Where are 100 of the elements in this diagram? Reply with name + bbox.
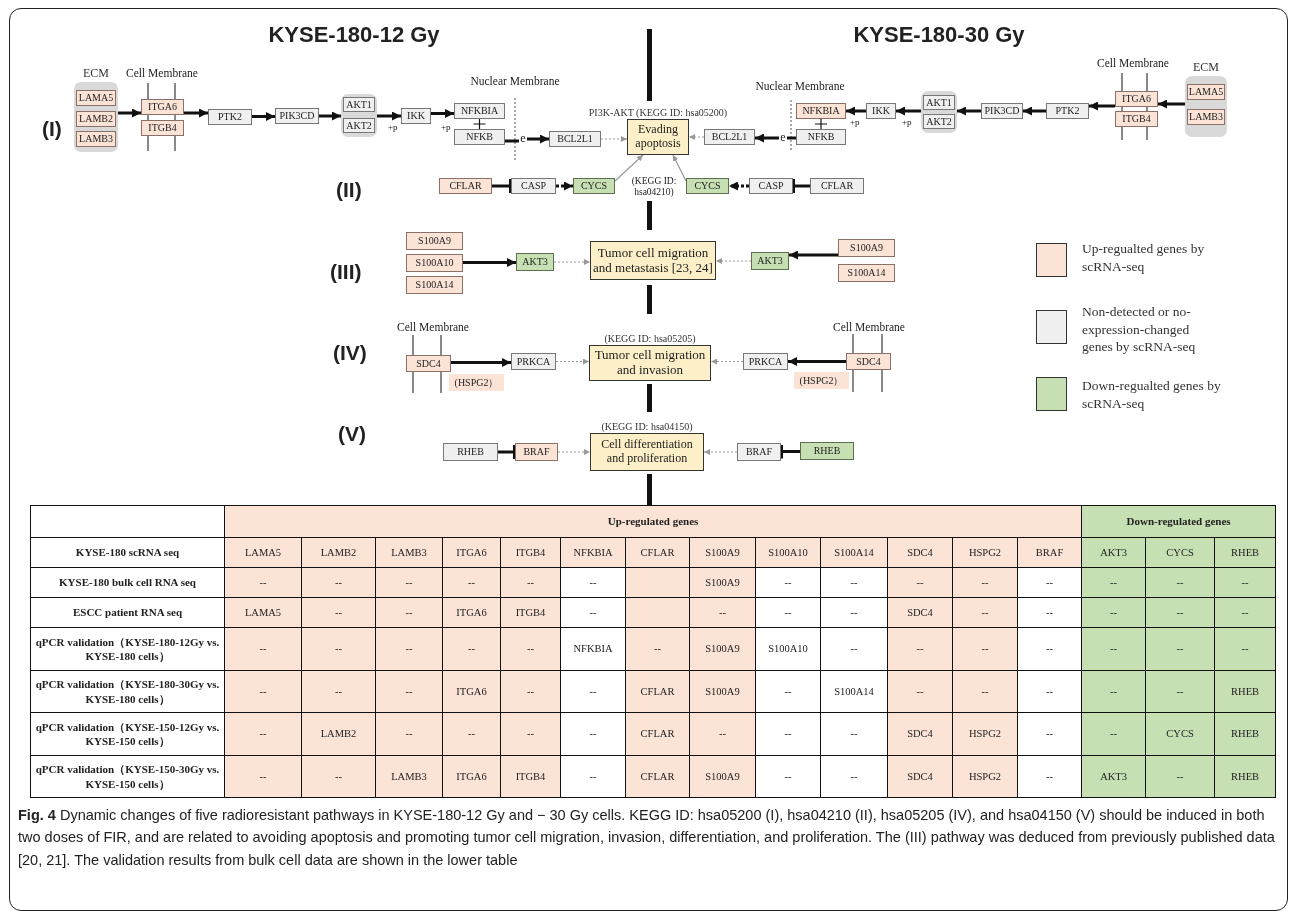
- table-cell: CFLAR: [625, 712, 690, 756]
- table-cell: --: [560, 567, 626, 598]
- arrow: [896, 106, 921, 116]
- table-cell: --: [1017, 755, 1082, 798]
- table-cell: NFKBIA: [560, 627, 626, 671]
- table-cell: ITGA6: [442, 670, 501, 713]
- gene-box: RHEB: [443, 443, 498, 461]
- arrow: [451, 358, 511, 367]
- annotation-label: +p: [902, 117, 912, 128]
- table-cell: AKT3: [1081, 755, 1146, 798]
- gene-box: AKT3: [751, 252, 789, 270]
- table-cell: CFLAR: [625, 755, 690, 798]
- row-header: KYSE-180 bulk cell RNA seq: [30, 567, 225, 598]
- gene-box: LAMA5: [1187, 84, 1225, 100]
- table-cell: --: [560, 670, 626, 713]
- row-header: KYSE-180 scRNA seq: [30, 537, 225, 568]
- arrow: [957, 106, 981, 116]
- table-cell: --: [952, 597, 1018, 628]
- pathway-number: (IV): [333, 341, 367, 366]
- gene-box: AKT1: [923, 95, 955, 110]
- gene-box: CYCS: [573, 178, 615, 194]
- table-cell: --: [1214, 627, 1276, 671]
- row-header: qPCR validation（KYSE-150-12Gy vs. KYSE-150 cells）: [30, 712, 225, 756]
- gene-box: PTK2: [208, 109, 252, 125]
- gene-box: NFKB: [796, 129, 846, 145]
- table-cell: --: [820, 567, 888, 598]
- outcome-box: Tumor cell migration and metastasis [23, 24]: [590, 241, 716, 280]
- table-cell: --: [887, 670, 953, 713]
- legend-text: Up-regualted genes by scRNA-seq: [1082, 240, 1206, 276]
- gene-box: S100A14: [406, 276, 463, 294]
- gene-box: AKT2: [343, 118, 375, 133]
- gene-box: LAMB3: [1187, 109, 1225, 125]
- table-cell: --: [755, 597, 821, 628]
- table-cell: ITGA6: [442, 755, 501, 798]
- table-cell: SDC4: [887, 537, 953, 568]
- table-cell: --: [1145, 755, 1215, 798]
- table-cell: --: [301, 597, 376, 628]
- gene-group-box: [341, 94, 377, 137]
- table-cell: --: [820, 755, 888, 798]
- table-cell: --: [1145, 567, 1215, 598]
- table-cell: --: [1145, 627, 1215, 671]
- table-cell: --: [1081, 627, 1146, 671]
- gene-box: RHEB: [800, 442, 854, 460]
- gene-box: BRAF: [515, 443, 558, 461]
- table-cell: --: [1214, 567, 1276, 598]
- table-cell: --: [820, 712, 888, 756]
- table-cell: --: [224, 712, 302, 756]
- gene-box: ITGA6: [141, 99, 184, 115]
- table-cell: HSPG2: [952, 755, 1018, 798]
- row-header: qPCR validation（KYSE-180-12Gy vs. KYSE-180 cells）: [30, 627, 225, 671]
- pathway-number: (V): [338, 422, 366, 447]
- inhibition-line: [791, 179, 810, 193]
- annotation-label: Cell Membrane: [832, 321, 906, 335]
- table-cell: --: [887, 567, 953, 598]
- table-cell: HSPG2: [952, 537, 1018, 568]
- table-cell: --: [301, 670, 376, 713]
- table-cell: CYCS: [1145, 712, 1215, 756]
- gene-box: PIK3CD: [981, 103, 1023, 119]
- table-cell: ITGA6: [442, 597, 501, 628]
- panel-title: KYSE-180-30 Gy: [852, 22, 1026, 48]
- panel-title: KYSE-180-12 Gy: [267, 22, 441, 48]
- arrow: [614, 154, 644, 182]
- table-cell: --: [224, 670, 302, 713]
- inhibition-line: [498, 445, 517, 459]
- table-cell: --: [887, 627, 953, 671]
- table-cell: SDC4: [887, 597, 953, 628]
- row-header: qPCR validation（KYSE-150-30Gy vs. KYSE-150 cells）: [30, 755, 225, 798]
- gene-box: BCL2L1: [704, 129, 755, 145]
- pathway-number: (III): [330, 260, 362, 285]
- arrow: [755, 133, 779, 143]
- dotted-arrow: [553, 259, 591, 265]
- table-cell: --: [560, 712, 626, 756]
- gene-box: BCL2L1: [549, 131, 601, 147]
- table-cell: RHEB: [1214, 537, 1276, 568]
- binding-line: [472, 118, 487, 130]
- annotation-label: +p: [850, 117, 860, 128]
- arrow: [252, 112, 275, 121]
- table-cell: ITGB4: [500, 597, 561, 628]
- arrow: [672, 154, 687, 182]
- table-cell: --: [1145, 597, 1215, 628]
- inhibition-line: [779, 444, 800, 459]
- table-cell: --: [375, 670, 443, 713]
- arrow: [1023, 106, 1046, 116]
- arrow: [1089, 101, 1115, 111]
- table-cell: --: [375, 627, 443, 671]
- gene-box: NFKBIA: [454, 103, 505, 119]
- gene-box: NFKB: [454, 129, 505, 145]
- table-cell: --: [442, 712, 501, 756]
- gene-box: CASP: [511, 178, 556, 194]
- table-cell: --: [1081, 567, 1146, 598]
- gene-box: CASP: [749, 178, 793, 194]
- table-cell: --: [820, 597, 888, 628]
- table-cell: --: [224, 567, 302, 598]
- gene-box: AKT2: [923, 114, 955, 129]
- gene-box: ITGA6: [1115, 91, 1158, 107]
- gene-box: PIK3CD: [275, 108, 319, 124]
- gene-box: AKT3: [516, 253, 554, 271]
- row-header: qPCR validation（KYSE-180-30Gy vs. KYSE-180 cells）: [30, 670, 225, 713]
- table-cell: --: [1145, 670, 1215, 713]
- table-cell: LAMB3: [375, 755, 443, 798]
